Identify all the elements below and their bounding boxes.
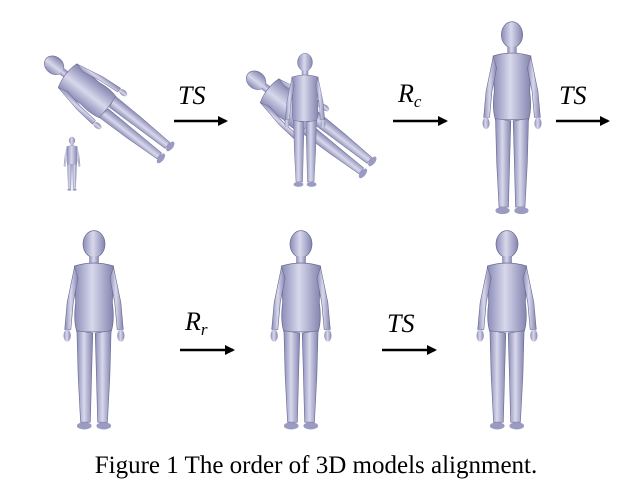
model-small — [63, 136, 81, 191]
model-row2-step2 — [269, 230, 333, 431]
figure-caption: Figure 1 The order of 3D models alignmen… — [94, 452, 538, 479]
operator-ts-2: TS — [559, 83, 586, 112]
operator-ts-1: TS — [178, 83, 205, 112]
model-row2-step1 — [62, 230, 126, 431]
model-row2-step3 — [475, 230, 539, 431]
operator-rr: Rr — [185, 307, 208, 339]
operator-main: TS — [559, 81, 587, 110]
operator-main: R — [185, 307, 201, 336]
operator-main: R — [398, 79, 414, 108]
model-tilted-large — [30, 39, 183, 174]
operator-rc: Rc — [398, 79, 422, 111]
operator-ts-3: TS — [387, 311, 414, 340]
operator-sub: r — [200, 320, 208, 339]
operator-main: TS — [178, 81, 206, 110]
operator-main: TS — [387, 309, 415, 338]
operator-sub: c — [413, 92, 422, 111]
model-coarse-rotated — [481, 21, 543, 215]
